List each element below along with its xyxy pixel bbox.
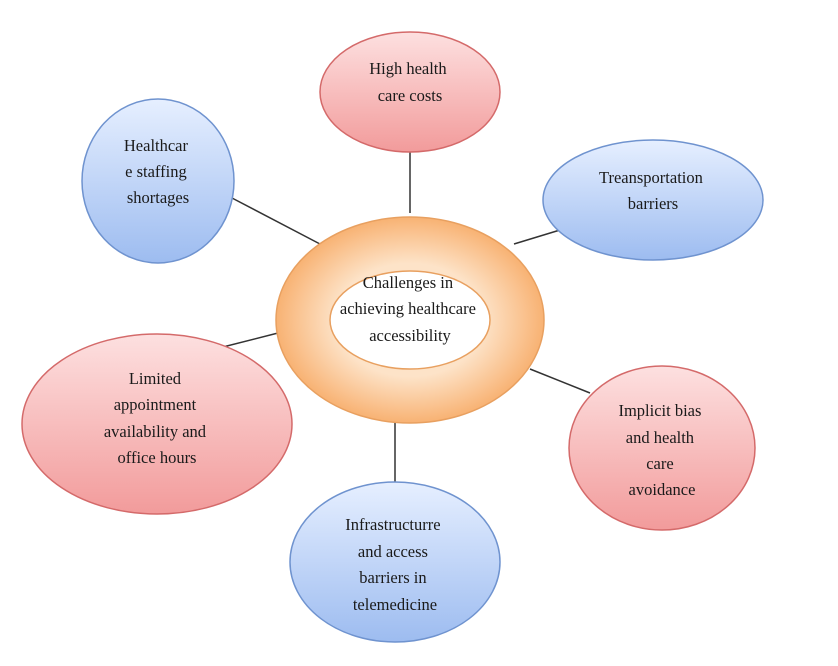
center-label: Challenges in achieving healthcare acces… bbox=[340, 273, 480, 345]
node-high-costs-label: High health care costs bbox=[369, 59, 451, 105]
node-implicit-bias-shape bbox=[568, 365, 756, 531]
node-label-line: office hours bbox=[118, 448, 197, 467]
node-label-line: Limited bbox=[129, 369, 182, 388]
node-label-line: avoidance bbox=[629, 480, 696, 499]
center-ring-shape bbox=[275, 216, 545, 424]
node-label-line: Infrastructurre bbox=[345, 515, 440, 534]
node-infrastructure: Infrastructurre and access barriers in t… bbox=[289, 481, 501, 643]
center-label-line: achieving healthcare bbox=[340, 299, 476, 318]
node-label-line: shortages bbox=[127, 188, 189, 207]
node-label-line: care costs bbox=[378, 86, 443, 105]
center-ring: Challenges in achieving healthcare acces… bbox=[275, 216, 545, 424]
node-label-line: e staffing bbox=[125, 162, 187, 181]
node-label-line: barriers in bbox=[359, 568, 426, 587]
node-staffing-label: Healthcar e staffing shortages bbox=[124, 136, 192, 207]
node-staffing-shape bbox=[81, 98, 235, 264]
node-limited-appointments: Limited appointment availability and off… bbox=[21, 333, 293, 515]
node-label-line: Healthcar bbox=[124, 136, 189, 155]
node-label-line: and access bbox=[358, 542, 428, 561]
node-staffing: Healthcar e staffing shortages bbox=[81, 98, 235, 264]
node-label-line: Treansportation bbox=[599, 168, 703, 187]
connector-implicit-bias bbox=[529, 368, 591, 394]
node-label-line: and health bbox=[626, 428, 695, 447]
connector-transportation bbox=[513, 229, 561, 245]
node-high-costs-shape bbox=[319, 31, 501, 153]
node-limited-appointments-shape bbox=[21, 333, 293, 515]
center-label-line: Challenges in bbox=[363, 273, 453, 292]
node-label-line: availability and bbox=[104, 422, 207, 441]
node-infrastructure-shape bbox=[289, 481, 501, 643]
center-label-line: accessibility bbox=[369, 326, 451, 345]
node-transportation-shape bbox=[542, 139, 764, 261]
node-label-line: care bbox=[646, 454, 673, 473]
node-transportation: Treansportation barriers bbox=[542, 139, 764, 261]
node-label-line: High health bbox=[369, 59, 447, 78]
node-transportation-label: Treansportation barriers bbox=[599, 168, 707, 213]
node-label-line: appointment bbox=[114, 395, 197, 414]
node-implicit-bias: Implicit bias and health care avoidance bbox=[568, 365, 756, 531]
node-label-line: telemedicine bbox=[353, 595, 437, 614]
connector-staffing bbox=[231, 197, 321, 245]
node-limited-appointments-label: Limited appointment availability and off… bbox=[104, 369, 210, 467]
node-label-line: Implicit bias bbox=[618, 401, 701, 420]
node-label-line: barriers bbox=[628, 194, 678, 213]
node-infrastructure-label: Infrastructurre and access barriers in t… bbox=[345, 515, 444, 614]
node-high-costs: High health care costs bbox=[319, 31, 501, 153]
node-implicit-bias-label: Implicit bias and health care avoidance bbox=[618, 401, 705, 499]
